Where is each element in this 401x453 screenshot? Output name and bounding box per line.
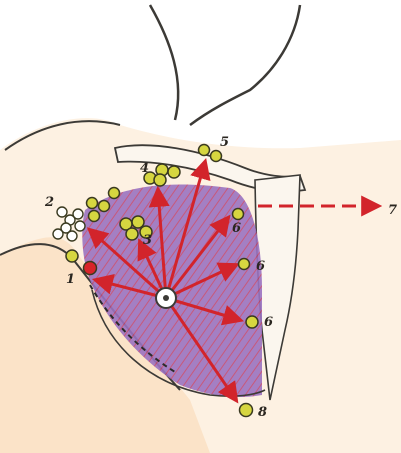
label-6c: 6 [264,315,273,330]
label-6b: 6 [256,259,265,274]
label-7: 7 [388,203,397,218]
label-1: 1 [66,272,75,287]
neck-outline-right [190,5,300,125]
label-6a: 6 [232,221,241,236]
label-5: 5 [220,135,229,150]
label-8: 8 [258,405,267,420]
label-2: 2 [44,195,54,210]
label-3: 3 [143,233,152,248]
lymph-node-red-group-1 [84,262,97,275]
neck-outline [150,5,178,120]
nipple-origin [156,288,176,308]
label-4: 4 [140,161,149,176]
